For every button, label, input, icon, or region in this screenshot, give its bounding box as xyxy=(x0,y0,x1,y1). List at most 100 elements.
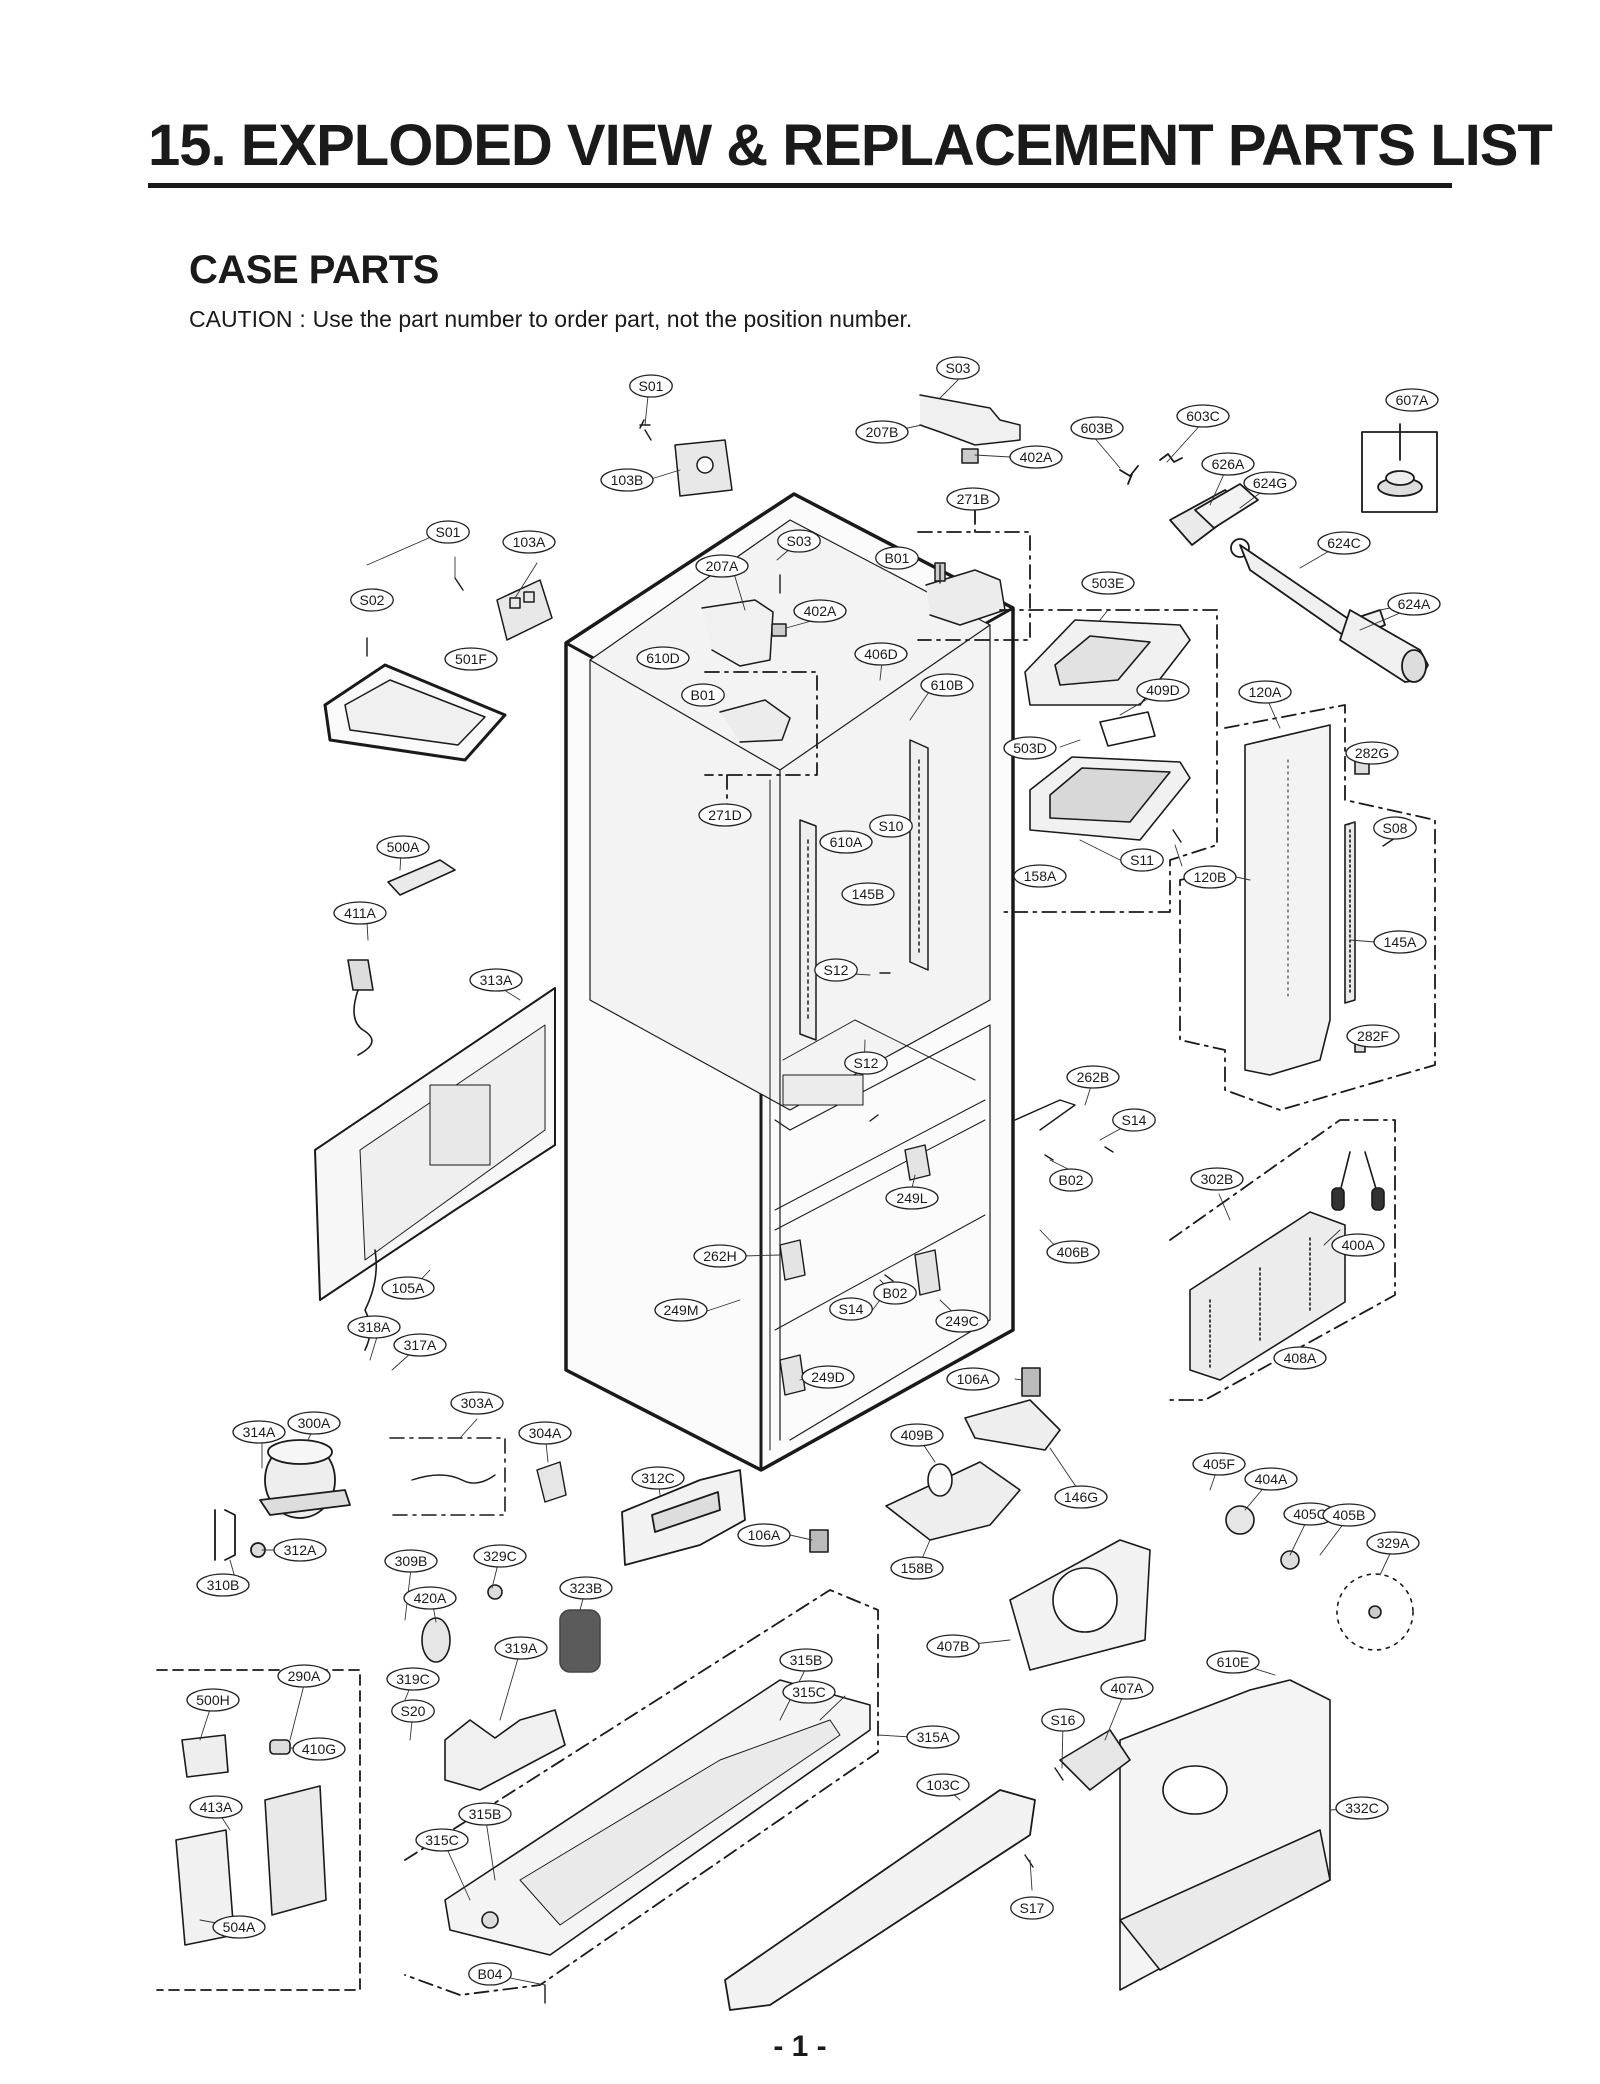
callout-146g: 146G xyxy=(1054,1485,1108,1509)
callout-text: 315B xyxy=(790,1652,823,1668)
caution-text: Use the part number to order part, not t… xyxy=(312,306,913,332)
callout-text: 406D xyxy=(864,646,897,662)
callout-text: 249D xyxy=(811,1369,844,1385)
callout-504a: 504A xyxy=(212,1915,266,1939)
section-heading: CASE PARTS xyxy=(189,248,439,292)
callout-text: 610A xyxy=(830,834,863,850)
callout-text: S20 xyxy=(401,1703,426,1719)
callout-409d: 409D xyxy=(1136,678,1190,702)
callout-315b: 315B xyxy=(458,1802,512,1826)
callout-text: 402A xyxy=(1020,449,1053,465)
callout-text: 329C xyxy=(483,1548,516,1564)
callout-607a: 607A xyxy=(1385,388,1439,412)
callout-text: 317A xyxy=(404,1337,437,1353)
cover-312c xyxy=(621,1469,746,1566)
callout-249d: 249D xyxy=(801,1365,855,1389)
rear-cover-313a xyxy=(314,987,556,1301)
harness-303a-wire xyxy=(411,1461,567,1503)
callout-105a: 105A xyxy=(381,1276,435,1300)
callout-603b: 603B xyxy=(1070,416,1124,440)
callout-text: 501F xyxy=(455,651,487,667)
callout-282g: 282G xyxy=(1345,741,1399,765)
callout-120b: 120B xyxy=(1183,865,1237,889)
callout-406d: 406D xyxy=(854,642,908,666)
callout-text: S10 xyxy=(879,818,904,834)
callout-text: 146G xyxy=(1064,1489,1098,1505)
callout-503e: 503E xyxy=(1081,571,1135,595)
callout-s17: S17 xyxy=(1010,1896,1054,1920)
callout-text: 262B xyxy=(1077,1069,1110,1085)
callout-text: S16 xyxy=(1051,1712,1076,1728)
callout-303a: 303A xyxy=(450,1391,504,1415)
callout-400a: 400A xyxy=(1331,1233,1385,1257)
callout-text: S17 xyxy=(1020,1900,1045,1916)
callout-text: 420A xyxy=(414,1590,447,1606)
callout-text: 503E xyxy=(1092,575,1125,591)
callout-text: 120B xyxy=(1194,869,1227,885)
callout-text: 610E xyxy=(1217,1654,1250,1670)
callout-314a: 314A xyxy=(232,1420,286,1444)
control-box-outline xyxy=(156,1669,361,1991)
callout-text: 315B xyxy=(469,1806,502,1822)
callout-407a: 407A xyxy=(1100,1676,1154,1700)
top-hinge-parts xyxy=(639,394,1021,626)
callout-text: 145A xyxy=(1384,934,1417,950)
callout-262b: 262B xyxy=(1066,1065,1120,1089)
interior-rails-145b xyxy=(799,739,929,1041)
callout-300a: 300A xyxy=(287,1411,341,1435)
callout-text: 106A xyxy=(748,1527,781,1543)
callout-262h: 262H xyxy=(693,1244,747,1268)
callout-text: 309B xyxy=(395,1553,428,1569)
callout-text: S14 xyxy=(1122,1112,1147,1128)
callout-text: 411A xyxy=(344,905,376,921)
callout-text: 405F xyxy=(1203,1456,1235,1472)
callout-158b: 158B xyxy=(890,1556,944,1580)
callout-text: S08 xyxy=(1383,820,1408,836)
callout-text: 603B xyxy=(1081,420,1114,436)
callout-315c: 315C xyxy=(415,1828,469,1852)
callout-402a: 402A xyxy=(1009,445,1063,469)
callout-text: B02 xyxy=(1059,1172,1084,1188)
callout-409b: 409B xyxy=(890,1423,944,1447)
callout-249m: 249M xyxy=(654,1298,708,1322)
callout-b01: B01 xyxy=(875,546,919,570)
callout-text: 282F xyxy=(1357,1028,1389,1044)
callout-text: 500H xyxy=(196,1692,229,1708)
callout-624c: 624C xyxy=(1317,531,1371,555)
callout-text: 300A xyxy=(298,1415,331,1431)
callout-text: 624G xyxy=(1253,475,1287,491)
fan-motor-parts xyxy=(1009,1505,1414,1671)
callout-text: S14 xyxy=(839,1301,864,1317)
callout-text: S12 xyxy=(854,1055,879,1071)
callout-501f: 501F xyxy=(444,647,498,671)
evaporator-302b xyxy=(1189,1151,1385,1381)
callout-text: 103C xyxy=(926,1777,959,1793)
callout-text: 312C xyxy=(641,1470,674,1486)
callout-315b: 315B xyxy=(779,1648,833,1672)
callout-410g: 410G xyxy=(292,1737,346,1761)
callout-503d: 503D xyxy=(1003,736,1057,760)
callout-624g: 624G xyxy=(1243,471,1297,495)
callout-text: S01 xyxy=(436,524,461,540)
hinge-bracket-271b-box xyxy=(917,509,1031,641)
compressor-300a xyxy=(214,1439,351,1561)
callout-145a: 145A xyxy=(1373,930,1427,954)
callout-103c: 103C xyxy=(916,1773,970,1797)
callout-s20: S20 xyxy=(391,1699,435,1723)
callout-text: 262H xyxy=(703,1248,736,1264)
callout-420a: 420A xyxy=(403,1586,457,1610)
callout-103b: 103B xyxy=(600,468,654,492)
callout-313a: 313A xyxy=(469,968,523,992)
callout-text: 407A xyxy=(1111,1680,1144,1696)
callout-text: 158B xyxy=(901,1560,934,1576)
callout-text: 271D xyxy=(708,807,741,823)
callout-text: 302B xyxy=(1201,1171,1234,1187)
callout-207a: 207A xyxy=(695,554,749,578)
callout-text: 610D xyxy=(646,650,679,666)
callout-text: S03 xyxy=(787,533,812,549)
callout-s01: S01 xyxy=(629,374,673,398)
callout-text: S01 xyxy=(639,378,664,394)
callout-610e: 610E xyxy=(1206,1650,1260,1674)
callout-304a: 304A xyxy=(518,1421,572,1445)
